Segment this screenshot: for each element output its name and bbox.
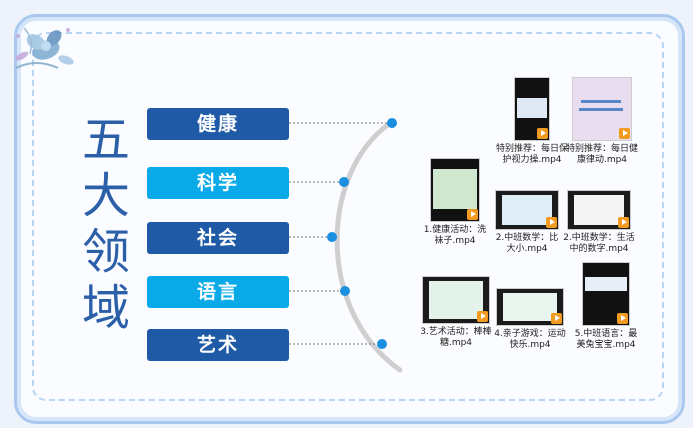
- video-caption: 特别推荐：每日保护视力操.mp4: [495, 144, 568, 165]
- video-thumbnail: [582, 262, 630, 326]
- connector-dot: [387, 118, 397, 128]
- connector-dot: [339, 177, 349, 187]
- video-file[interactable]: 4.亲子游戏：运动快乐.mp4: [494, 288, 566, 351]
- video-thumbnail: [514, 77, 550, 141]
- play-icon: [477, 311, 488, 322]
- video-caption: 特别推荐：每日健康律动.mp4: [565, 144, 638, 165]
- video-caption: 3.艺术活动：棒棒糖.mp4: [420, 327, 492, 348]
- domain-button-science[interactable]: 科学: [147, 167, 289, 199]
- page-title: 五 大 领 域: [74, 112, 138, 336]
- video-file[interactable]: 特别推荐：每日保护视力操.mp4: [493, 77, 571, 166]
- flower-decoration-icon: [15, 27, 74, 69]
- play-icon: [467, 209, 478, 220]
- video-caption: 1.健康活动：洗袜子.mp4: [423, 225, 487, 246]
- video-caption: 2.中班数学：比大小.mp4: [495, 233, 559, 254]
- video-thumbnail: [430, 158, 480, 222]
- connector-dot: [340, 286, 350, 296]
- play-icon: [617, 313, 628, 324]
- play-icon: [551, 313, 562, 324]
- domain-button-art[interactable]: 艺术: [147, 329, 289, 361]
- video-thumbnail: [496, 288, 564, 326]
- video-caption: 4.亲子游戏：运动快乐.mp4: [494, 329, 566, 350]
- video-thumbnail: [495, 190, 559, 230]
- video-file[interactable]: 5.中班语言：最美兔宝宝.mp4: [571, 262, 641, 351]
- video-file[interactable]: 2.中班数学：比大小.mp4: [494, 190, 560, 255]
- title-char: 域: [81, 280, 130, 336]
- video-thumbnail: [567, 190, 631, 230]
- video-caption: 2.中班数学：生活中的数字.mp4: [563, 233, 635, 254]
- video-thumbnail: [572, 77, 632, 141]
- play-icon: [546, 217, 557, 228]
- video-file[interactable]: 2.中班数学：生活中的数字.mp4: [563, 190, 635, 255]
- play-icon: [537, 128, 548, 139]
- connector-dot: [327, 232, 337, 242]
- domain-button-language[interactable]: 语言: [147, 276, 289, 308]
- play-icon: [619, 128, 630, 139]
- play-icon: [618, 217, 629, 228]
- video-file[interactable]: 3.艺术活动：棒棒糖.mp4: [420, 276, 492, 349]
- video-file[interactable]: 1.健康活动：洗袜子.mp4: [422, 158, 488, 247]
- title-char: 领: [81, 224, 130, 280]
- video-thumbnail: [422, 276, 490, 324]
- dashed-border: [32, 32, 664, 401]
- video-caption: 5.中班语言：最美兔宝宝.mp4: [574, 329, 638, 350]
- connector-arc: [334, 119, 403, 373]
- title-char: 五: [81, 112, 130, 168]
- domain-button-health[interactable]: 健康: [147, 108, 289, 140]
- domain-button-society[interactable]: 社会: [147, 222, 289, 254]
- title-char: 大: [81, 168, 130, 224]
- video-file[interactable]: 特别推荐：每日健康律动.mp4: [563, 77, 641, 166]
- connector-dot: [377, 339, 387, 349]
